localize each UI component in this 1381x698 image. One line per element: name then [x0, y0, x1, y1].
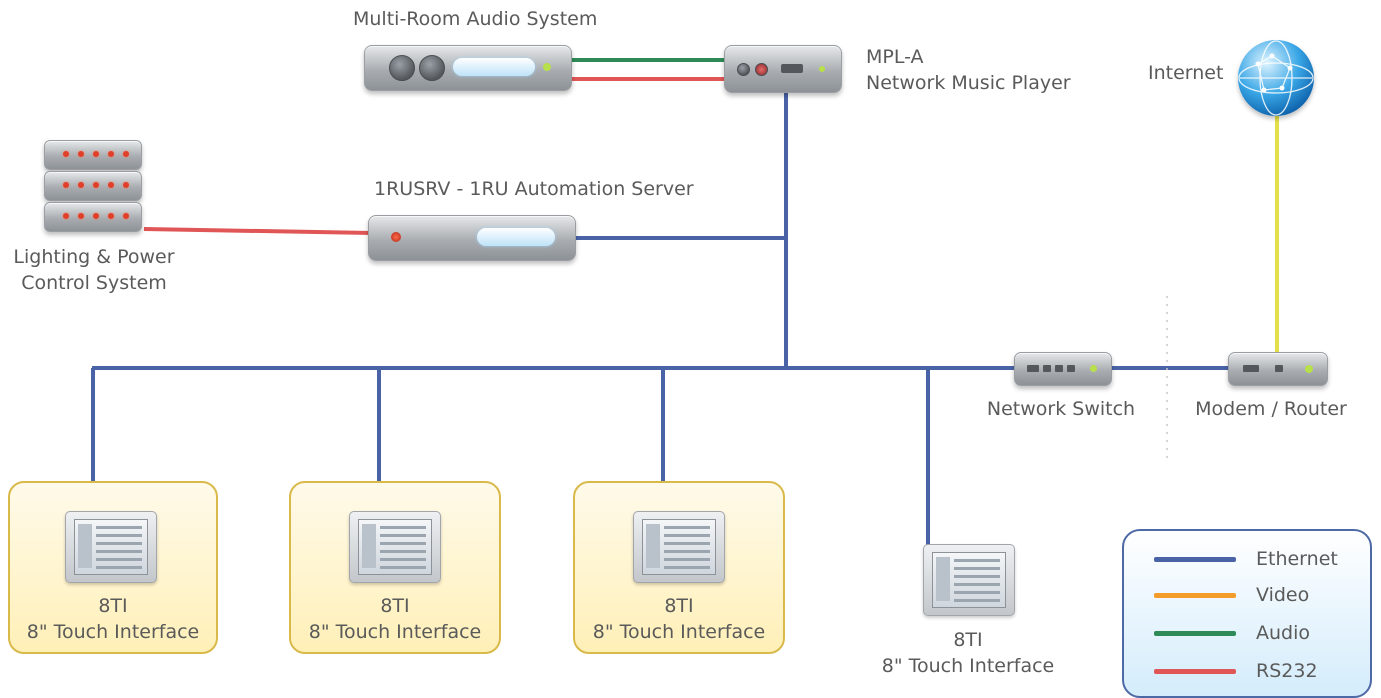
- legend-swatch: [1154, 557, 1236, 562]
- touch-interface-model: 8TI: [664, 595, 694, 617]
- amplifier-icon[interactable]: [364, 45, 572, 91]
- internet-label: Internet: [1148, 62, 1224, 84]
- music-player-icon[interactable]: [724, 45, 842, 93]
- network-switch-label: Network Switch: [986, 398, 1136, 420]
- touch-interface-name: 8" Touch Interface: [308, 621, 482, 643]
- touch-interface-name: 8" Touch Interface: [26, 621, 200, 643]
- touch-interface-model: 8TI: [380, 595, 410, 617]
- server-icon[interactable]: [368, 215, 576, 261]
- legend-label: Ethernet: [1256, 548, 1338, 570]
- touch-interface-model: 8TI: [953, 629, 983, 651]
- router-icon[interactable]: [1228, 352, 1328, 386]
- music-player-subtitle: Network Music Player: [866, 72, 1071, 94]
- automation-server-label: 1RUSRV - 1RU Automation Server: [374, 178, 694, 200]
- legend-swatch: [1154, 669, 1236, 674]
- lighting-label-line1: Lighting & Power: [13, 246, 175, 268]
- touch-interface-panel[interactable]: 8TI 8" Touch Interface: [573, 481, 785, 654]
- legend: Ethernet Video Audio RS232: [1122, 529, 1372, 698]
- lighting-label-line2: Control System: [21, 272, 167, 294]
- tablet-icon: [633, 511, 725, 583]
- rack-icon[interactable]: [44, 140, 144, 232]
- legend-swatch: [1154, 593, 1236, 598]
- legend-swatch: [1154, 631, 1236, 636]
- modem-router-label: Modem / Router: [1195, 398, 1347, 420]
- touch-interface-panel[interactable]: 8TI 8" Touch Interface: [8, 481, 218, 654]
- audio-system-label: Multi-Room Audio System: [353, 8, 598, 30]
- touch-interface-name: 8" Touch Interface: [881, 655, 1055, 677]
- legend-label: Video: [1256, 584, 1310, 606]
- tablet-icon: [65, 511, 157, 583]
- rs232-lighting-line: [143, 227, 373, 235]
- touch-interface-model: 8TI: [98, 595, 128, 617]
- switch-icon[interactable]: [1014, 352, 1112, 386]
- tablet-icon[interactable]: [923, 544, 1015, 616]
- ethernet-lines: [91, 90, 1228, 548]
- touch-interface-panel[interactable]: 8TI 8" Touch Interface: [289, 481, 501, 654]
- legend-label: Audio: [1256, 622, 1311, 644]
- tablet-icon: [349, 511, 441, 583]
- globe-icon[interactable]: [1238, 40, 1314, 116]
- legend-label: RS232: [1256, 660, 1318, 682]
- touch-interface-name: 8" Touch Interface: [592, 621, 766, 643]
- music-player-title: MPL-A: [866, 46, 924, 68]
